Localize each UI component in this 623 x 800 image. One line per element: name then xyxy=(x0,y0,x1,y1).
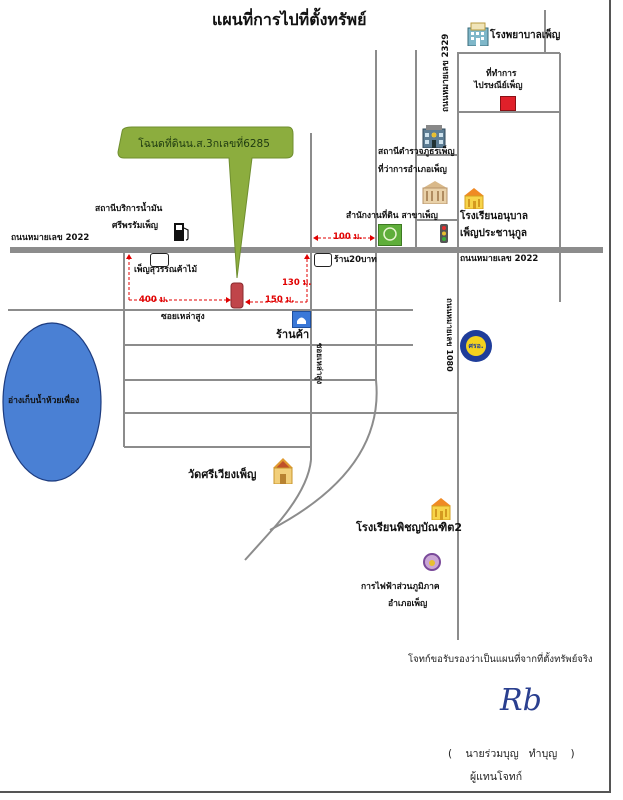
label-shop: ร้านค้า xyxy=(276,328,310,341)
signature: Rb xyxy=(500,683,542,718)
reservoir-shape xyxy=(2,322,102,482)
label-soi-vertical: ซอยเหล่าสูง xyxy=(315,343,324,385)
distance-400m: 400 ม. xyxy=(139,295,169,305)
shop-20baht-marker xyxy=(314,253,332,267)
label-soi-horizontal: ซอยเหล่าสูง xyxy=(161,312,205,322)
label-post-office-1: ที่ทำการ xyxy=(486,69,517,79)
label-road-2329: ถนนหมายเลข 2329 xyxy=(441,33,451,112)
label-road-1080: ถนนหมายเลข 1080 xyxy=(445,298,454,372)
certification-statement: โจทก์ขอรับรองว่าเป็นแผนที่จากที่ตั้งทรัพ… xyxy=(408,654,593,665)
property-marker xyxy=(230,282,244,309)
land-callout-shape xyxy=(117,126,294,279)
label-district-office: ที่ว่าการอำเภอเพ็ญ xyxy=(378,165,447,175)
signer-role: ผู้แทนโจทก์ xyxy=(470,771,523,783)
label-hospital: โรงพยาบาลเพ็ญ xyxy=(490,30,561,41)
road-curve xyxy=(269,379,378,531)
page-frame xyxy=(0,0,611,793)
label-shop-20baht: ร้าน20บาท xyxy=(334,255,377,265)
label-post-office-2: ไปรษณีย์เพ็ญ xyxy=(474,81,523,91)
school-icon xyxy=(429,496,453,521)
label-road-2022-west: ถนนหมายเลข 2022 xyxy=(11,233,90,243)
label-pea-1: การไฟฟ้าส่วนภูมิภาค xyxy=(361,582,440,592)
label-kindergarten-1: โรงเรียนอนุบาล xyxy=(460,211,529,222)
label-road-2022-east: ถนนหมายเลข 2022 xyxy=(460,254,539,264)
label-gas-station-2: ศรีพรรัมเพ็ญ xyxy=(112,221,159,231)
kindergarten-icon xyxy=(462,187,486,210)
distance-arrows xyxy=(126,235,375,305)
shop-icon xyxy=(292,311,311,328)
district-office-icon xyxy=(421,180,449,205)
label-kindergarten-2: เพ็ญประชานุกูล xyxy=(460,228,528,239)
distance-100m: 100 ม. xyxy=(333,232,363,242)
label-police-station: สถานีตำรวจภูธรเพ็ญ xyxy=(378,147,455,157)
police-station-icon xyxy=(422,124,446,149)
label-gas-station-1: สถานีบริการน้ำมัน xyxy=(95,204,163,214)
road-network xyxy=(8,10,603,640)
distance-130m: 130 ม. xyxy=(282,278,312,288)
label-furniture-shop: เพ็ญสุวรรณค้าไม้ xyxy=(134,265,198,275)
label-reservoir: อ่างเก็บน้ำห้วยเพื่อง xyxy=(8,396,80,406)
land-deed-callout: โฉนดที่ดินน.ส.3กเลขที่6285 xyxy=(138,138,270,150)
gas-pump-icon xyxy=(173,222,191,242)
distance-lines xyxy=(128,237,370,303)
label-school: โรงเรียนพิชญบัณฑิต2 xyxy=(356,521,463,534)
signer-name: ( นายร่วมบุญ ทำบุญ ) xyxy=(448,748,575,760)
government-badge-icon: ศรอ. xyxy=(460,330,492,362)
label-badge: ศรอ. xyxy=(468,342,484,350)
furniture-shop-marker xyxy=(150,253,169,267)
distance-150m: 150 ม. xyxy=(265,295,295,305)
land-office-icon xyxy=(378,224,402,246)
post-office-icon xyxy=(500,96,516,111)
map-title: แผนที่การไปที่ตั้งทรัพย์ xyxy=(212,10,367,29)
label-pea-2: อำเภอเพ็ญ xyxy=(388,599,428,609)
traffic-light-icon xyxy=(440,224,448,243)
label-land-office: สำนักงานที่ดิน สาขาเพ็ญ xyxy=(346,211,438,221)
pea-logo-icon xyxy=(423,553,441,571)
temple-icon xyxy=(270,458,296,485)
label-temple: วัดศรีเวียงเพ็ญ xyxy=(188,468,257,481)
hospital-icon xyxy=(467,20,489,47)
